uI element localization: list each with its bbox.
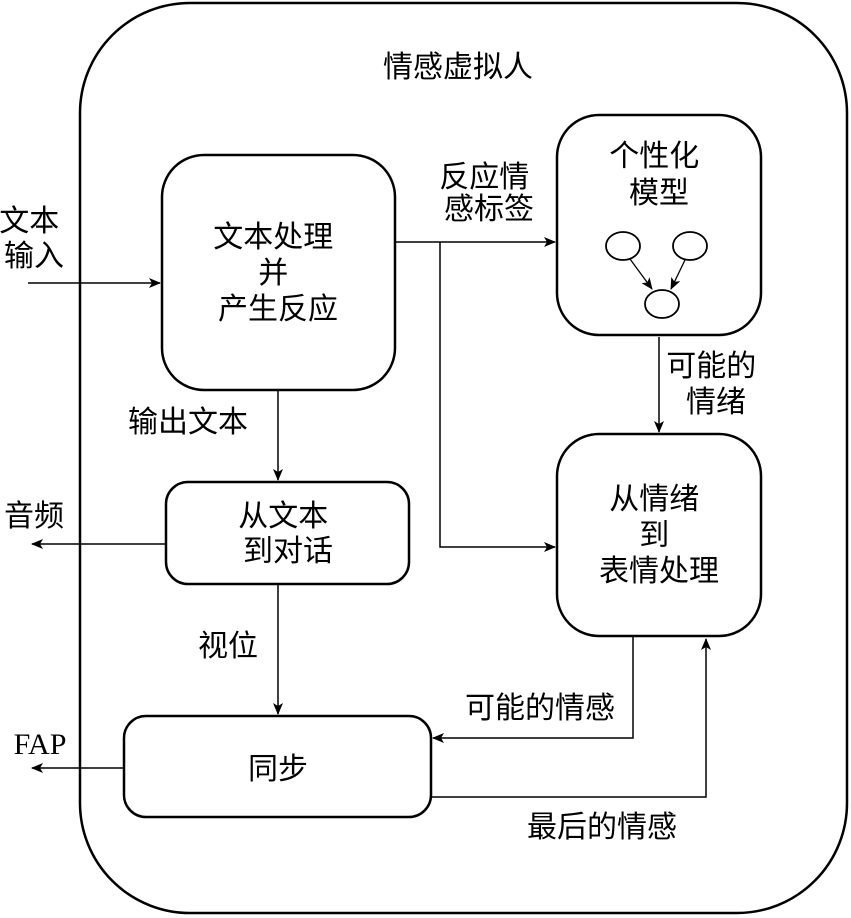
container-title: 情感虚拟人 xyxy=(383,50,533,85)
text-to-speech-box xyxy=(164,480,411,586)
text-processing-box xyxy=(160,153,397,392)
reaction-tags-branch-arrow xyxy=(439,242,556,552)
text-input-label: 文本 输入 xyxy=(0,204,69,274)
output-text-label: 输出文本 xyxy=(128,405,248,440)
fap-label: FAP xyxy=(14,728,67,761)
personality-model-box xyxy=(555,113,763,337)
personality-model-label: 个性化 模型 xyxy=(609,139,709,211)
network-node-left xyxy=(605,231,641,261)
network-edge-left xyxy=(629,258,653,290)
possible-emotions-arrow xyxy=(432,637,634,743)
network-node-bottom xyxy=(644,289,680,319)
final-emotion-arrow xyxy=(432,638,711,798)
sync-label: 同步 xyxy=(248,752,308,787)
final-emotion-label: 最后的情感 xyxy=(527,810,677,845)
possible-moods-label: 可能的 情绪 xyxy=(666,349,766,420)
audio-label: 音频 xyxy=(4,499,64,534)
possible-emotions-label: 可能的情感 xyxy=(465,691,615,726)
personality-network-graph xyxy=(605,231,708,319)
sync-box xyxy=(122,714,433,819)
text-processing-label: 文本处理 并 产生反应 xyxy=(213,220,343,327)
network-edge-right xyxy=(670,259,686,290)
viseme-label: 视位 xyxy=(198,629,258,664)
reaction-tags-label: 反应情 感标签 xyxy=(439,160,539,227)
network-node-right xyxy=(672,231,708,261)
emotion-to-expression-label: 从情绪 到 表情处理 xyxy=(599,482,719,589)
text-to-speech-label: 从文本 到对话 xyxy=(238,499,338,569)
emotion-to-expression-box xyxy=(555,432,763,638)
virtual-human-container xyxy=(78,1,849,915)
